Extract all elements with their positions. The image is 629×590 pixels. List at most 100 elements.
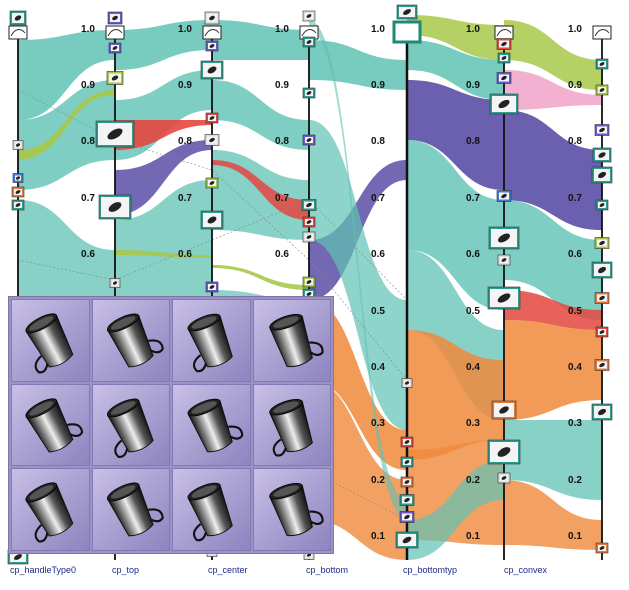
thumbnail-node[interactable] xyxy=(205,112,219,124)
band-teal xyxy=(212,150,309,240)
mug-thumbnail[interactable] xyxy=(91,468,170,551)
thumbnail-node[interactable] xyxy=(487,286,521,310)
thumbnail-node[interactable] xyxy=(396,4,418,20)
thumbnail-node[interactable] xyxy=(204,11,220,25)
mug-thumbnail[interactable] xyxy=(172,383,251,467)
tick-label: 0.7 xyxy=(275,193,289,204)
band-teal xyxy=(504,200,602,320)
thumbnail-node[interactable] xyxy=(594,124,610,136)
band-teal xyxy=(407,40,504,100)
tick-label: 0.1 xyxy=(568,531,582,542)
axis-header-box[interactable] xyxy=(494,25,514,40)
thumbnail-node[interactable] xyxy=(302,10,316,22)
mug-thumbnail[interactable] xyxy=(172,299,251,382)
mug-thumbnail[interactable] xyxy=(172,468,251,551)
thumbnail-node[interactable] xyxy=(98,194,132,220)
thumbnail-node[interactable] xyxy=(302,36,316,48)
thumbnail-node[interactable] xyxy=(591,166,613,184)
thumbnail-node[interactable] xyxy=(496,38,512,50)
thumbnail-node[interactable] xyxy=(109,278,121,288)
thumbnail-node[interactable] xyxy=(496,190,512,202)
axis-header-box[interactable] xyxy=(299,25,319,40)
thumbnail-node[interactable] xyxy=(200,210,224,230)
tick-label: 0.6 xyxy=(371,249,385,260)
thumbnail-node[interactable] xyxy=(301,199,317,211)
mug-thumbnail[interactable] xyxy=(252,468,331,551)
coffee-mug-icon xyxy=(187,483,233,542)
mug-thumbnail[interactable] xyxy=(91,299,170,382)
tick-label: 0.5 xyxy=(371,306,385,317)
tick-label: 1.0 xyxy=(275,24,289,35)
thumbnail-node[interactable] xyxy=(11,186,25,198)
thumbnail-node[interactable] xyxy=(592,147,612,163)
thumbnail-node[interactable] xyxy=(399,511,415,523)
thumbnail-node[interactable] xyxy=(400,456,414,468)
thumbnail-node[interactable] xyxy=(594,359,610,371)
band-teal xyxy=(504,420,602,500)
thumbnail-node[interactable] xyxy=(205,40,219,52)
thumbnail-node[interactable] xyxy=(12,140,24,150)
tick-label: 0.5 xyxy=(568,306,582,317)
thumbnail-node[interactable] xyxy=(488,226,520,250)
thumbnail-node[interactable] xyxy=(302,216,316,228)
axis-label-cp-top: cp_top xyxy=(112,565,139,575)
axis-header-box[interactable] xyxy=(392,20,422,44)
thumbnail-node[interactable] xyxy=(591,261,613,279)
thumbnail-node[interactable] xyxy=(487,439,521,465)
thumbnail-node[interactable] xyxy=(591,403,613,421)
tick-label: 0.9 xyxy=(568,80,582,91)
thumbnail-node[interactable] xyxy=(595,542,609,554)
thumbnail-node[interactable] xyxy=(497,472,511,484)
band-teal xyxy=(309,40,407,90)
thumbnail-node[interactable] xyxy=(107,11,123,25)
axis-header-box[interactable] xyxy=(592,25,612,40)
thumbnail-node[interactable] xyxy=(595,58,609,70)
thumbnail-node[interactable] xyxy=(106,71,124,85)
thumbnail-node[interactable] xyxy=(595,84,609,96)
thumbnail-node[interactable] xyxy=(302,87,316,99)
thumbnail-node[interactable] xyxy=(401,378,413,388)
tick-label: 0.9 xyxy=(371,80,385,91)
thumbnail-node[interactable] xyxy=(595,326,609,338)
axis-header-box[interactable] xyxy=(105,25,125,40)
thumbnail-node[interactable] xyxy=(302,231,316,243)
thumbnail-node[interactable] xyxy=(11,199,25,211)
mug-thumbnail[interactable] xyxy=(252,299,331,382)
mug-thumbnail[interactable] xyxy=(11,468,90,551)
thumbnail-node[interactable] xyxy=(200,60,224,80)
thumbnail-node[interactable] xyxy=(205,281,219,293)
thumbnail-node[interactable] xyxy=(496,72,512,84)
mug-thumbnail[interactable] xyxy=(252,383,331,467)
thumbnail-node[interactable] xyxy=(395,531,419,549)
thumbnail-node[interactable] xyxy=(491,400,517,420)
thumbnail-node[interactable] xyxy=(9,10,27,26)
band-teal xyxy=(18,80,115,190)
mug-thumbnail[interactable] xyxy=(11,299,90,382)
thumbnail-node[interactable] xyxy=(302,276,316,288)
thumbnail-node[interactable] xyxy=(594,292,610,304)
thumbnail-node[interactable] xyxy=(204,134,220,146)
coffee-mug-icon xyxy=(106,482,164,537)
thumbnail-node[interactable] xyxy=(95,120,135,148)
thumbnail-node[interactable] xyxy=(205,177,219,189)
thumbnail-node[interactable] xyxy=(497,254,511,266)
thumbnail-node[interactable] xyxy=(497,52,511,64)
thumbnail-node[interactable] xyxy=(302,134,316,146)
tick-label: 0.8 xyxy=(275,136,289,147)
tick-label: 0.9 xyxy=(81,80,95,91)
thumbnail-node[interactable] xyxy=(108,42,122,54)
band-teal xyxy=(212,20,309,60)
axis-header-box[interactable] xyxy=(8,25,28,40)
tick-label: 0.2 xyxy=(568,475,582,486)
thumbnail-node[interactable] xyxy=(400,436,414,448)
mug-thumbnail[interactable] xyxy=(91,383,170,467)
tick-label: 0.1 xyxy=(371,531,385,542)
thumbnail-node[interactable] xyxy=(595,199,609,211)
mug-thumbnail[interactable] xyxy=(11,383,90,467)
axis-header-box[interactable] xyxy=(202,25,222,40)
thumbnail-node[interactable] xyxy=(594,237,610,249)
thumbnail-node[interactable] xyxy=(400,476,414,488)
thumbnail-node[interactable] xyxy=(399,494,415,506)
thumbnail-node[interactable] xyxy=(12,173,24,183)
thumbnail-node[interactable] xyxy=(489,93,519,115)
